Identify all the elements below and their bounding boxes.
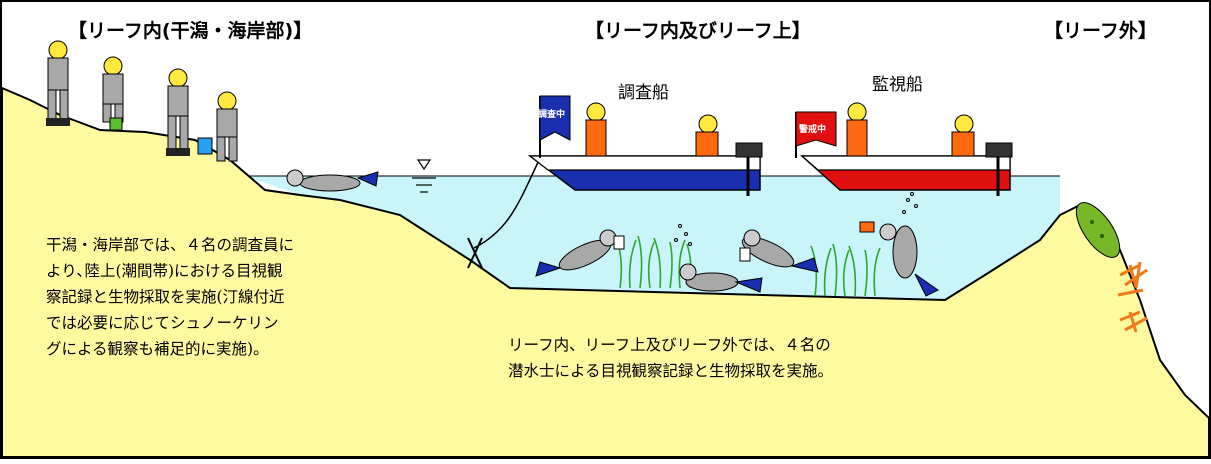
shore-note-line: 干潟・海岸部では、４名の調査員に [46, 236, 295, 254]
reef-note-line: リーフ内、リーフ上及びリーフ外では、４名の [508, 336, 831, 354]
sea-cucumber [1075, 202, 1121, 258]
diver-4 [859, 221, 939, 297]
survey-flag-text: 調査中 [538, 110, 566, 120]
diver-1 [535, 229, 625, 277]
seagrass [615, 235, 881, 297]
monitor-boat-label: 監視船 [872, 75, 923, 95]
shore-note-line: より､陸上(潮間帯)における目視観 [46, 262, 283, 280]
reef-note-line: 潜水士による目視観察記録と生物採取を実施。 [508, 362, 834, 380]
shore-worker-2 [102, 56, 124, 131]
shore-worker-1 [46, 40, 70, 126]
header-center: 【リーフ内及びリーフ上】 [585, 20, 811, 42]
coral [1117, 261, 1148, 333]
header-right: 【リーフ外】 [1044, 20, 1157, 42]
shore-worker-4 [197, 91, 238, 162]
boat-crew [585, 102, 975, 157]
shore-note: 干潟・海岸部では、４名の調査員に より､陸上(潮間帯)における目視観 察記録と生… [46, 232, 294, 362]
shore-worker-3 [166, 68, 190, 156]
shore-note-line: グによる観察も補足的に実施)。 [46, 340, 269, 358]
water [245, 176, 1060, 300]
land [1, 86, 1210, 458]
anchor [467, 157, 541, 269]
shore-note-line: では必要に応じてシュノーケリン [46, 314, 279, 332]
monitor-boat [795, 111, 1013, 196]
survey-boat [527, 95, 763, 196]
shore-note-line: 察記録と生物採取を実施(汀線付近 [46, 288, 285, 306]
bubbles [674, 192, 918, 246]
header-left: 【リーフ内(干潟・海岸部)】 [68, 20, 313, 42]
monitor-flag-text: 警戒中 [799, 125, 827, 135]
diver-3 [739, 229, 819, 273]
snorkeler [286, 169, 379, 192]
diver-2 [679, 263, 763, 293]
water-level-symbol [412, 159, 436, 193]
reef-note: リーフ内、リーフ上及びリーフ外では、４名の 潜水士による目視観察記録と生物採取を… [508, 332, 833, 384]
survey-boat-label: 調査船 [618, 83, 669, 103]
